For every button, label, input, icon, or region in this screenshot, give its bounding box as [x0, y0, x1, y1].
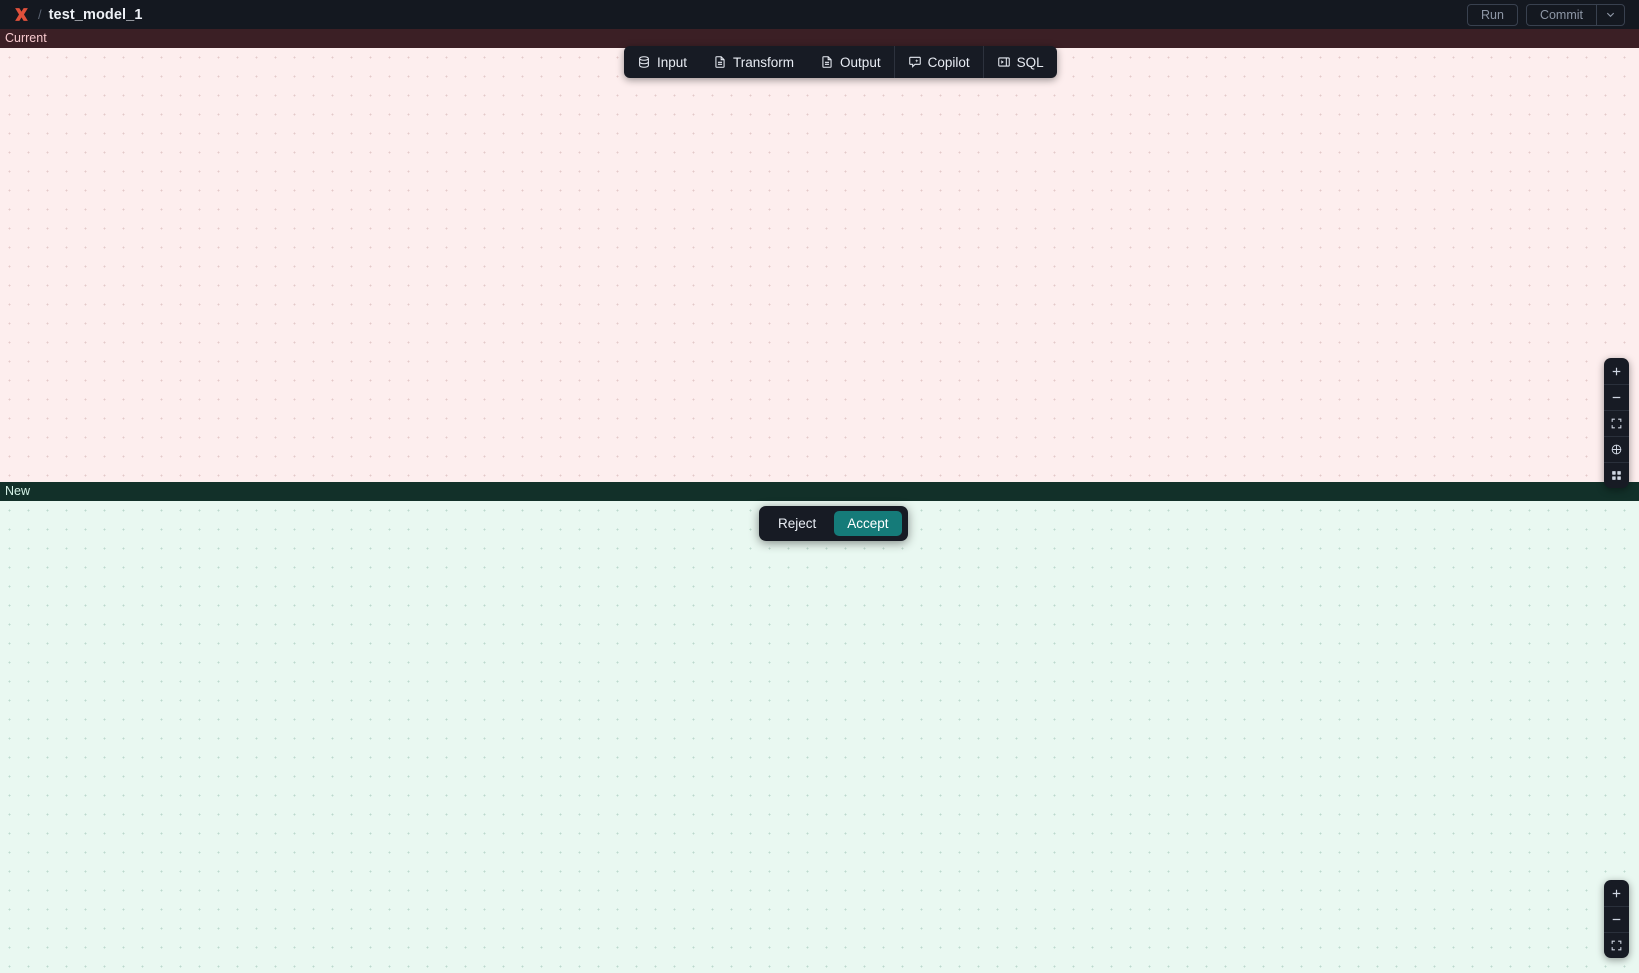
reject-button[interactable]: Reject: [765, 511, 829, 536]
document-icon: [820, 55, 834, 69]
toolbar-item-output[interactable]: Output: [807, 46, 894, 78]
canvas-current[interactable]: [0, 48, 1639, 482]
accept-button[interactable]: Accept: [834, 511, 902, 536]
decision-bar: Reject Accept: [759, 506, 908, 541]
pane-current: Current: [0, 29, 1639, 482]
database-icon: [637, 55, 651, 69]
pane-new: New: [0, 482, 1639, 973]
flow-edges: [0, 501, 1639, 973]
zoom-in-icon[interactable]: [1604, 880, 1629, 906]
viewport-controls-current: [1604, 358, 1629, 488]
zoom-out-icon[interactable]: [1604, 906, 1629, 932]
minimap-icon[interactable]: [1604, 462, 1629, 488]
pane-label-current: Current: [0, 29, 1639, 48]
top-bar: / test_model_1 Run Commit: [0, 0, 1639, 29]
page-title: test_model_1: [48, 6, 143, 23]
sql-panel-icon: [997, 55, 1011, 69]
copilot-sparkle-icon: [908, 55, 922, 69]
commit-button-group[interactable]: Commit: [1525, 3, 1625, 26]
document-icon: [713, 55, 727, 69]
toolbar-item-copilot[interactable]: Copilot: [893, 46, 983, 78]
toolbar-item-copilot-label: Copilot: [927, 54, 970, 70]
toolbar-item-transform[interactable]: Transform: [700, 46, 807, 78]
viewport-controls-new: [1604, 880, 1629, 958]
breadcrumb-separator: /: [38, 7, 42, 22]
toolbar-item-input[interactable]: Input: [624, 46, 700, 78]
toolbar-item-input-label: Input: [657, 54, 688, 70]
commit-button[interactable]: Commit: [1539, 7, 1583, 22]
node-toolbar: Input Transform Output: [624, 46, 1057, 78]
app-logo-icon[interactable]: [8, 4, 34, 26]
fit-view-icon[interactable]: [1604, 410, 1629, 436]
topbar-actions: Run Commit: [1467, 3, 1631, 26]
lock-icon[interactable]: [1604, 436, 1629, 462]
toolbar-item-output-label: Output: [840, 54, 881, 70]
chevron-down-icon[interactable]: [1596, 4, 1624, 25]
zoom-in-icon[interactable]: [1604, 358, 1629, 384]
pane-label-new: New: [0, 482, 1639, 501]
canvas-new[interactable]: [0, 501, 1639, 973]
toolbar-item-sql-label: SQL: [1016, 54, 1044, 70]
toolbar-item-sql[interactable]: SQL: [982, 46, 1057, 78]
toolbar-item-transform-label: Transform: [733, 54, 795, 70]
run-button[interactable]: Run: [1467, 3, 1518, 26]
zoom-out-icon[interactable]: [1604, 384, 1629, 410]
fit-view-icon[interactable]: [1604, 932, 1629, 958]
